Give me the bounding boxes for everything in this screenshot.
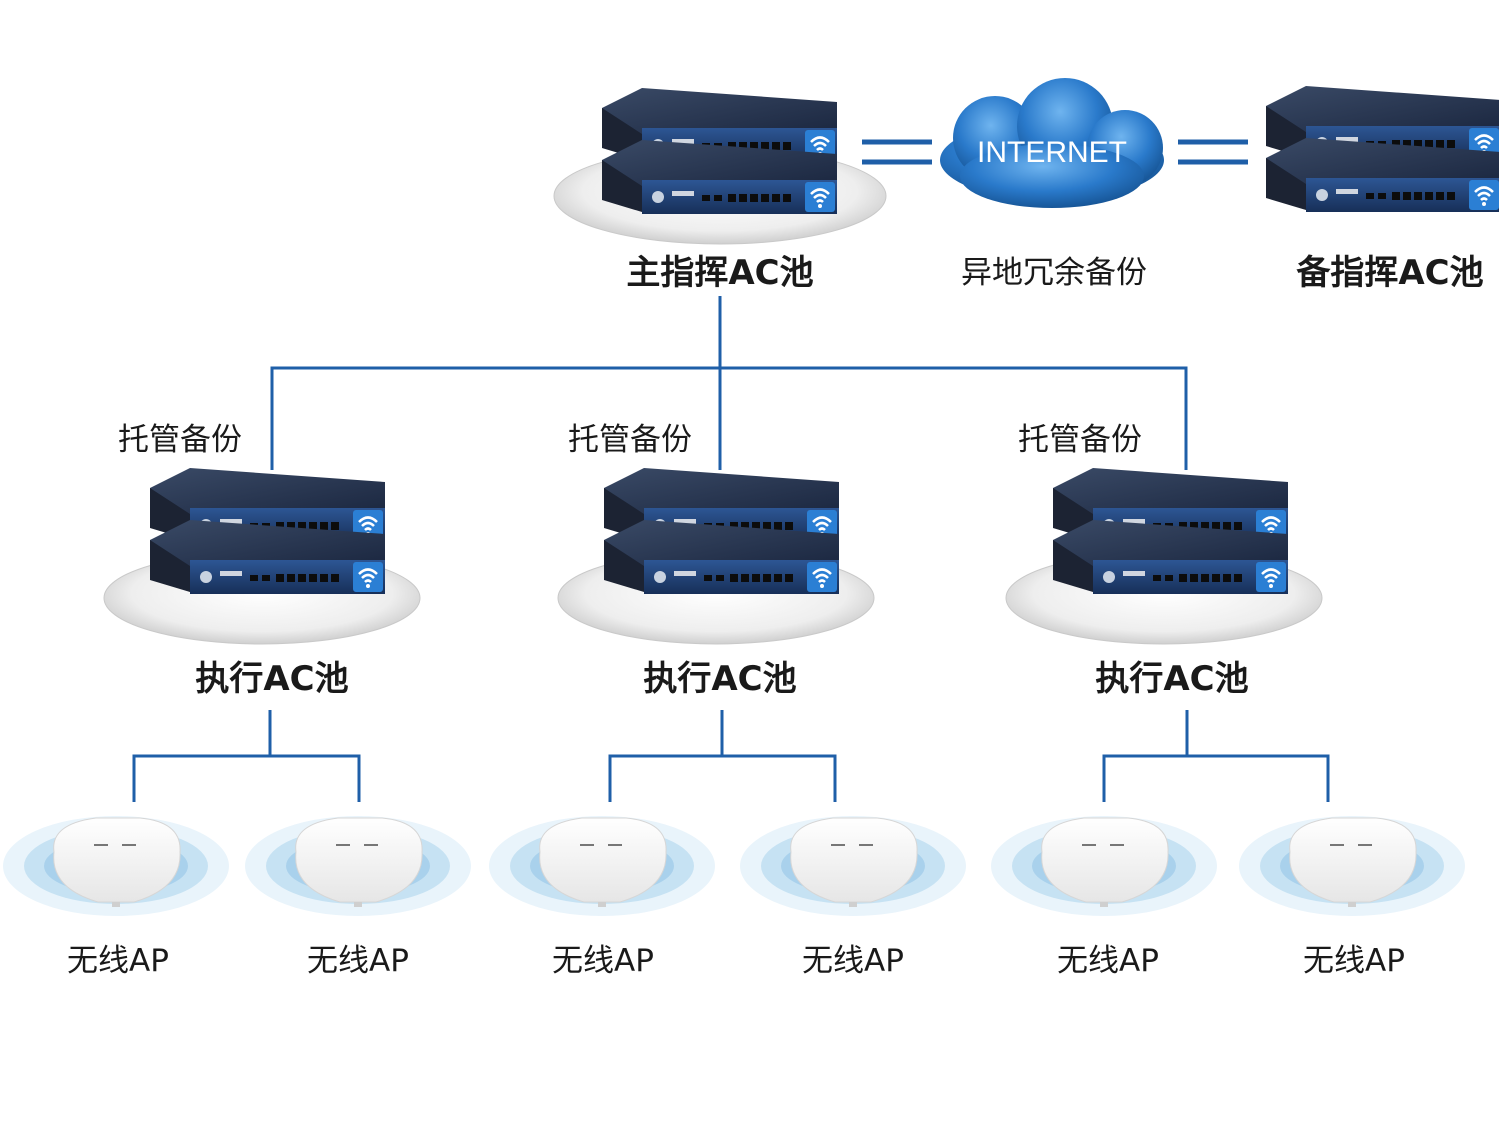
ap-label: 无线AP <box>552 943 654 979</box>
exec-pool-label: 执行AC池 <box>195 659 348 699</box>
access-point-icon <box>244 815 472 917</box>
ap-label: 无线AP <box>1303 943 1405 979</box>
ac-controller-icon <box>1264 84 1499 214</box>
wireless-ap-1-1: 无线AP <box>2 815 230 979</box>
access-point-icon <box>2 815 230 917</box>
ap-links <box>132 710 1330 802</box>
exec-pool-label: 执行AC池 <box>643 659 796 699</box>
access-point-icon <box>488 815 716 917</box>
backup-pool-label: 备指挥AC池 <box>1296 253 1483 293</box>
exec-ac-pool-2: 托管备份 执行AC池 <box>557 422 875 699</box>
internet-cloud: INTERNET 异地冗余备份 <box>940 78 1164 291</box>
wireless-ap-3-1: 无线AP <box>990 815 1218 979</box>
exec-pool-label: 执行AC池 <box>1095 659 1248 699</box>
ap-label: 无线AP <box>67 943 169 979</box>
ac-controller-icon <box>1051 466 1290 596</box>
managed-backup-caption: 托管备份 <box>1018 422 1142 458</box>
uplink-lines <box>270 296 1188 470</box>
exec-ac-pool-3: 托管备份 执行AC池 <box>1005 422 1323 699</box>
internet-label: INTERNET <box>977 136 1127 169</box>
wireless-ap-2-1: 无线AP <box>488 815 716 979</box>
internet-links <box>862 139 1248 165</box>
ac-controller-icon <box>600 86 839 216</box>
ap-label: 无线AP <box>1057 943 1159 979</box>
ap-label: 无线AP <box>802 943 904 979</box>
access-point-icon <box>1238 815 1466 917</box>
backup-ac-pool: 备指挥AC池 <box>1264 84 1499 293</box>
access-point-icon <box>990 815 1218 917</box>
exec-ac-pool-1: 托管备份 执行AC池 <box>103 422 421 699</box>
ac-controller-icon <box>602 466 841 596</box>
ac-controller-icon <box>148 466 387 596</box>
managed-backup-caption: 托管备份 <box>568 422 692 458</box>
managed-backup-caption: 托管备份 <box>118 422 242 458</box>
ap-label: 无线AP <box>307 943 409 979</box>
main-pool-label: 主指挥AC池 <box>626 253 813 293</box>
access-point-icon <box>739 815 967 917</box>
wireless-ap-2-2: 无线AP <box>739 815 967 979</box>
main-ac-pool: 主指挥AC池 <box>553 86 887 293</box>
cloud-icon <box>940 78 1164 208</box>
wireless-ap-1-2: 无线AP <box>244 815 472 979</box>
wireless-ap-3-2: 无线AP <box>1238 815 1466 979</box>
internet-caption: 异地冗余备份 <box>961 255 1147 291</box>
